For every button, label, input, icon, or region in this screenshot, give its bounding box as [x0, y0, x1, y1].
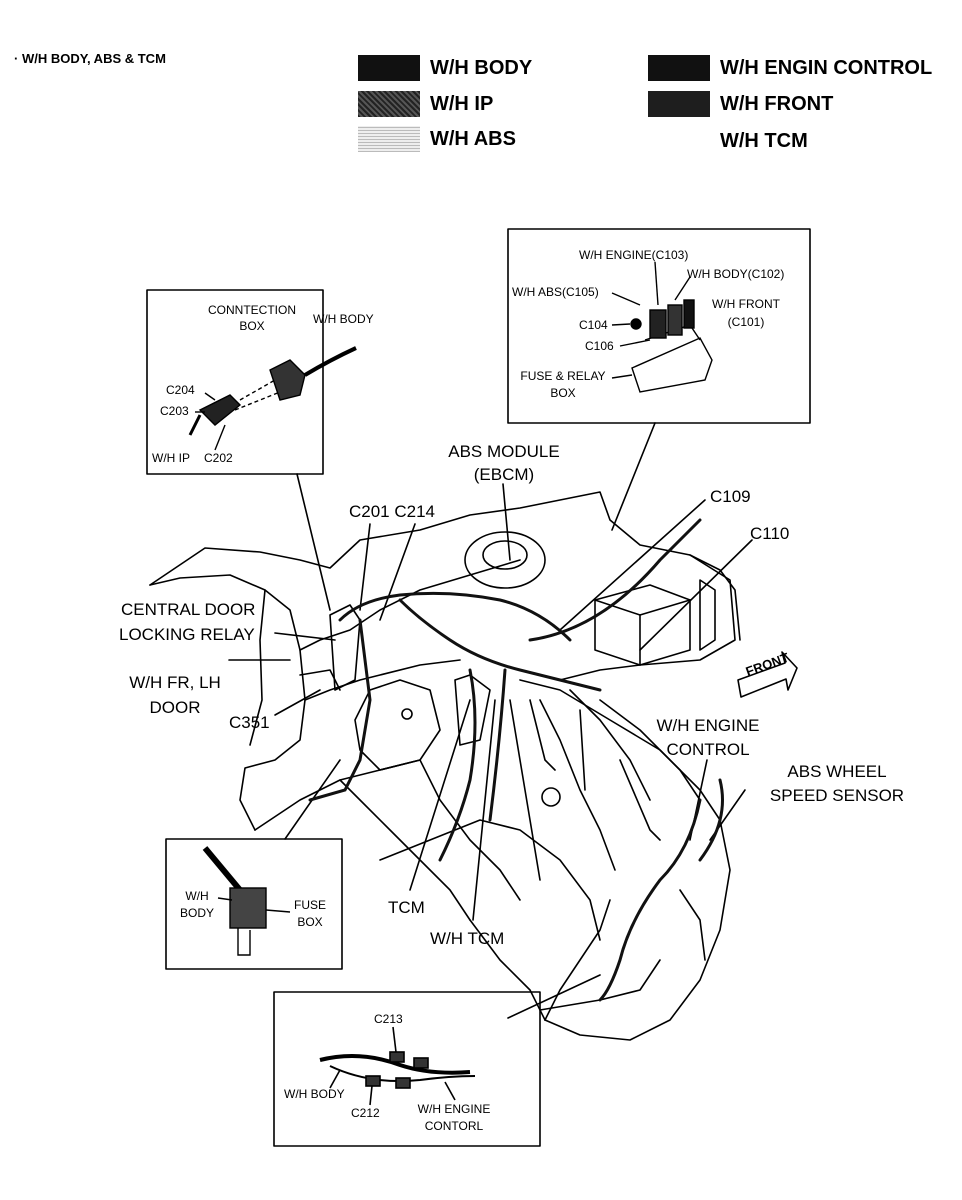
label-c203: C203	[160, 404, 189, 418]
label-wh-engine-c103: W/H ENGINE(C103)	[579, 248, 689, 262]
label-fuse-relay-line2: BOX	[550, 386, 576, 400]
callout-c110: C110	[750, 524, 790, 543]
label-c212: C212	[351, 1106, 380, 1120]
callout-wh-fr-lh-door-line1: W/H FR, LH	[129, 673, 221, 692]
callout-abs-wheel-speed-line1: ABS WHEEL	[787, 762, 887, 781]
callout-central-door-line1: CENTRAL DOOR	[121, 600, 256, 619]
callout-c351: C351	[229, 713, 270, 732]
legend-label-wh-engin-control: W/H ENGIN CONTROL	[720, 57, 933, 79]
inset-box-fuse	[165, 838, 343, 970]
label-fuse-relay-line1: FUSE & RELAY	[520, 369, 606, 383]
label-wh-engine-line1: W/H ENGINE	[417, 1102, 491, 1116]
legend-swatch-wh-engin-control	[648, 55, 710, 81]
callout-wh-engine-control-line1: W/H ENGINE	[656, 716, 760, 735]
legend-label-wh-ip: W/H IP	[430, 93, 494, 115]
legend-label-wh-body: W/H BODY	[430, 57, 533, 79]
diagram-title: · W/H BODY, ABS & TCM	[14, 51, 166, 66]
callout-abs-wheel-speed-line2: SPEED SENSOR	[769, 786, 905, 805]
callout-wh-tcm: W/H TCM	[430, 929, 505, 948]
label-wh-front-line1: W/H FRONT	[712, 297, 780, 311]
legend-swatch-wh-abs	[358, 126, 420, 152]
inset-box-connection	[146, 289, 324, 475]
label-c213: C213	[374, 1012, 403, 1026]
label-wh-body: W/H BODY	[313, 312, 374, 326]
legend-swatch-wh-body	[358, 55, 420, 81]
inset-box-c213	[273, 991, 541, 1147]
label-c204: C204	[166, 383, 195, 397]
legend-swatch-wh-front	[648, 91, 710, 117]
callout-central-door-line2: LOCKING RELAY	[119, 625, 255, 644]
label-wh-ip: W/H IP	[152, 451, 190, 465]
legend-swatch-wh-ip	[358, 91, 420, 117]
legend-label-wh-front: W/H FRONT	[720, 93, 834, 115]
callout-wh-engine-control-line2: CONTROL	[666, 740, 750, 759]
label-box-line2: BOX	[297, 915, 323, 929]
inset-box-fuse-relay	[507, 228, 811, 424]
callout-tcm: TCM	[388, 898, 425, 917]
callout-abs-module-line2: (EBCM)	[473, 465, 535, 484]
label-c202: C202	[204, 451, 233, 465]
legend-label-wh-abs: W/H ABS	[430, 128, 516, 150]
label-fuse-line1: FUSE	[293, 898, 326, 912]
label-wh-engine-line2: CONTORL	[424, 1119, 484, 1133]
label-wh-front-line2: (C101)	[727, 315, 765, 329]
label-wh-abs-c105: W/H ABS(C105)	[512, 285, 599, 299]
callout-c109: C109	[710, 487, 751, 506]
label-connection-box-line2: BOX	[239, 319, 265, 333]
label-c104: C104	[579, 318, 608, 332]
label-wh-body-c102: W/H BODY(C102)	[687, 267, 785, 281]
label-body-line2: BODY	[179, 906, 214, 920]
callout-wh-fr-lh-door-line2: DOOR	[149, 698, 201, 717]
label-c106: C106	[585, 339, 614, 353]
label-connection-box-line1: CONNTECTION	[208, 303, 296, 317]
label-wh-line1: W/H	[185, 889, 209, 903]
legend-label-wh-tcm: W/H TCM	[720, 130, 808, 152]
callout-c201-c214: C201 C214	[349, 502, 436, 521]
callout-abs-module-line1: ABS MODULE	[448, 442, 560, 461]
label-wh-body-c213: W/H BODY	[284, 1087, 345, 1101]
